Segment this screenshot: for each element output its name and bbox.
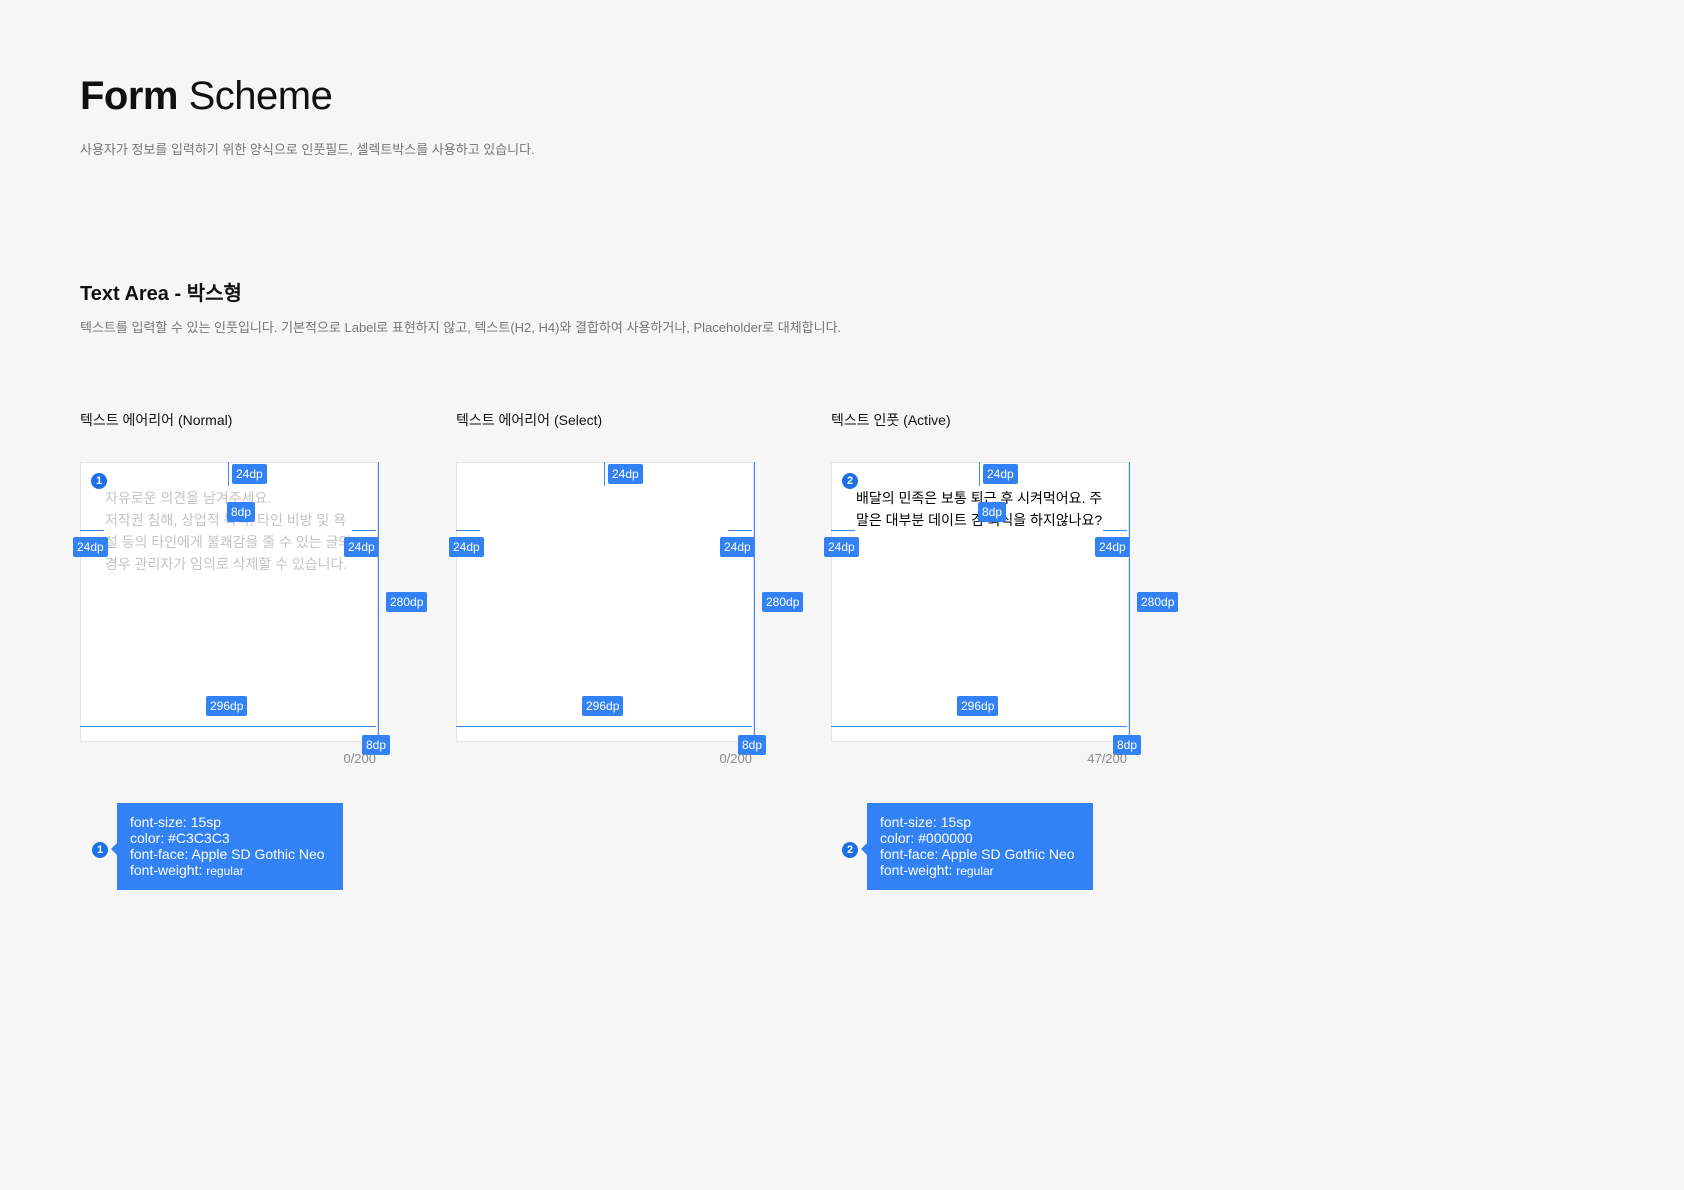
dim-tag-bottom: 8dp	[738, 735, 767, 755]
dim-line-height	[754, 462, 755, 740]
spec-box-normal: font-size: 15sp color: #C3C3C3 font-face…	[111, 803, 343, 890]
page-description: 사용자가 정보를 입력하기 위한 양식으로 인풋필드, 셀렉트박스를 사용하고 …	[80, 142, 535, 157]
dim-tag-left: 24dp	[73, 537, 108, 557]
dim-line-top	[604, 462, 605, 486]
spec-font-size: font-size: 15sp	[880, 814, 972, 830]
dim-tag-right: 24dp	[720, 537, 755, 557]
dim-tag-bottom: 8dp	[1113, 735, 1142, 755]
char-counter: 47/200	[1087, 751, 1127, 766]
dim-line-width	[456, 726, 752, 727]
dim-tag-left: 24dp	[449, 537, 484, 557]
char-counter: 0/200	[343, 751, 376, 766]
dim-tag-height: 280dp	[386, 592, 428, 612]
dim-tag-left: 24dp	[824, 537, 859, 557]
dim-tag-width: 296dp	[582, 696, 624, 716]
sample-label: 텍스트 에어리어 (Normal)	[80, 412, 233, 428]
textarea-text: 배달의 민족은 보통 퇴근 후 시켜먹어요. 주말은 대부분 데이트 겸 외식을…	[856, 490, 1103, 528]
spec-font-weight-label: font-weight:	[130, 862, 203, 878]
dim-tag-gap: 8dp	[227, 502, 256, 522]
sample-label: 텍스트 에어리어 (Select)	[456, 412, 603, 428]
spec-badge: 1	[92, 842, 108, 858]
spec-box-active: font-size: 15sp color: #000000 font-face…	[861, 803, 1093, 890]
sample-label: 텍스트 인풋 (Active)	[831, 412, 951, 428]
sample-select: 텍스트 에어리어 (Select) 24dp 24dp 24dp 280dp 2…	[449, 410, 876, 800]
dim-tag-height: 280dp	[762, 592, 804, 612]
section-title: Text Area - 박스형	[80, 283, 242, 305]
spec-font-weight-label: font-weight:	[880, 862, 953, 878]
dim-line-right	[1103, 530, 1127, 531]
spec-font-face: font-face: Apple SD Gothic Neo	[880, 846, 1075, 862]
spec-font-weight-value: regular	[206, 864, 244, 878]
dim-line-height	[1129, 462, 1130, 740]
spec-font-weight: font-weight: regular	[130, 862, 330, 879]
dim-line-width	[80, 726, 376, 727]
dim-tag-bottom: 8dp	[362, 735, 391, 755]
dim-tag-width: 296dp	[206, 696, 248, 716]
dim-tag-right: 24dp	[1095, 537, 1130, 557]
sample-normal: 텍스트 에어리어 (Normal) 자유로운 의견을 남겨주세요. 저작권 침해…	[73, 410, 500, 800]
dim-line-top	[979, 462, 980, 486]
annotation-badge: 1	[91, 473, 107, 489]
page-title-light: Scheme	[188, 74, 333, 118]
dim-line-height	[378, 462, 379, 740]
spec-font-face: font-face: Apple SD Gothic Neo	[130, 846, 325, 862]
spec-color: color: #000000	[880, 830, 973, 846]
spec-font-weight-value: regular	[956, 864, 994, 878]
textarea-placeholder: 자유로운 의견을 남겨주세요. 저작권 침해, 상업적 목적, 타인 비방 및 …	[105, 490, 352, 572]
spec-badge: 2	[842, 842, 858, 858]
section-description: 텍스트를 입력할 수 있는 인풋입니다. 기본적으로 Label로 표현하지 않…	[80, 320, 842, 335]
dim-tag-gap: 8dp	[978, 502, 1007, 522]
sample-active: 텍스트 인풋 (Active) 배달의 민족은 보통 퇴근 후 시켜먹어요. 주…	[824, 410, 1251, 800]
dim-line-right	[728, 530, 752, 531]
dim-line-top	[228, 462, 229, 486]
textarea-select[interactable]	[456, 462, 754, 742]
spec-font-weight: font-weight: regular	[880, 862, 1080, 879]
spec-font-size: font-size: 15sp	[130, 814, 222, 830]
dim-tag-height: 280dp	[1137, 592, 1179, 612]
spec-color: color: #C3C3C3	[130, 830, 230, 846]
dim-line-left	[80, 530, 104, 531]
dim-tag-top: 24dp	[232, 464, 267, 484]
page-title: Form Scheme	[80, 74, 333, 119]
dim-line-right	[352, 530, 376, 531]
dim-line-left	[831, 530, 855, 531]
dim-line-width	[831, 726, 1127, 727]
dim-tag-width: 296dp	[957, 696, 999, 716]
char-counter: 0/200	[719, 751, 752, 766]
dim-line-left	[456, 530, 480, 531]
page-title-bold: Form	[80, 74, 179, 118]
dim-tag-top: 24dp	[983, 464, 1018, 484]
dim-tag-right: 24dp	[344, 537, 379, 557]
dim-tag-top: 24dp	[608, 464, 643, 484]
annotation-badge: 2	[842, 473, 858, 489]
